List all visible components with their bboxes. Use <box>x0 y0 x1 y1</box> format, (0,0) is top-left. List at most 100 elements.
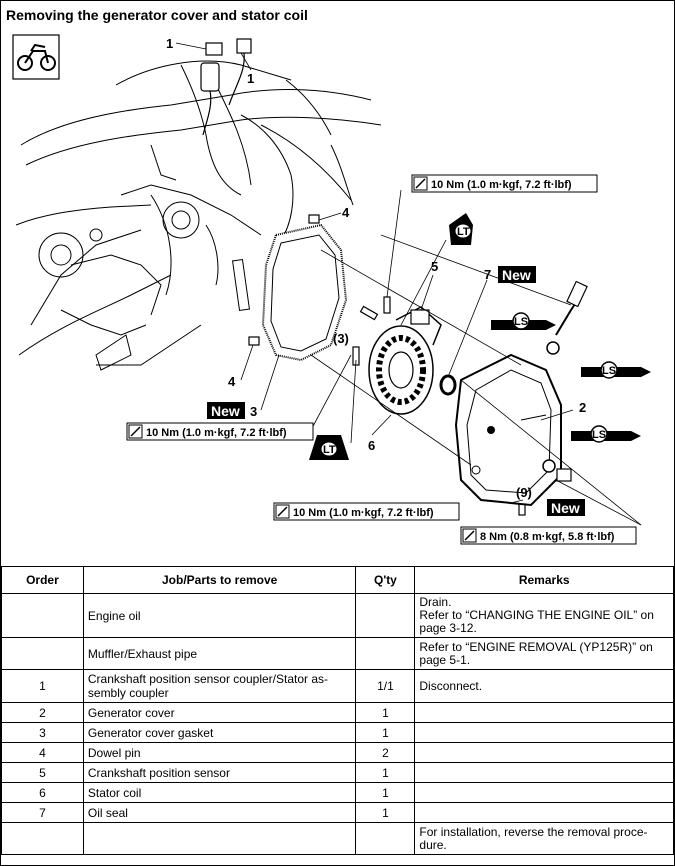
oil-filler-cap <box>542 280 588 482</box>
header-part: Job/Parts to remove <box>82 566 357 594</box>
qty-cell: 2 <box>355 742 416 763</box>
qty-cell <box>355 637 416 670</box>
callout-5: 5 <box>431 259 438 274</box>
torque-spec-left: 10 Nm (1.0 m·kgf, 7.2 ft·lbf) <box>126 422 314 441</box>
lt-label-top: LT <box>457 226 470 238</box>
remarks-cell <box>414 702 674 723</box>
parts-table: Order Job/Parts to remove Q'ty Remarks E… <box>1 566 674 855</box>
order-cell: 3 <box>1 722 84 743</box>
stator-coil <box>368 306 442 415</box>
torque-spec-bottom: 10 Nm (1.0 m·kgf, 7.2 ft·lbf) <box>273 502 460 521</box>
table-row: 2 Generator cover 1 <box>1 702 674 723</box>
part-cell: Generator cover gasket <box>82 722 357 743</box>
torque-spec-top: 10 Nm (1.0 m·kgf, 7.2 ft·lbf) <box>411 174 598 193</box>
torque-bottom-text: 10 Nm (1.0 m·kgf, 7.2 ft·lbf) <box>293 507 434 519</box>
order-cell: 1 <box>1 669 84 703</box>
callout-1a: 1 <box>166 36 173 51</box>
new-text-oring: New <box>551 500 580 516</box>
grease-gun-ls-2: LS <box>581 361 651 379</box>
new-badge-oilseal: New <box>498 266 536 283</box>
assembly-lines <box>310 234 642 526</box>
table-row: For installation, reverse the removal pr… <box>1 822 674 855</box>
table-row: 3 Generator cover gasket 1 <box>1 722 674 743</box>
callout-3-paren: (3) <box>333 331 349 346</box>
order-cell: 7 <box>1 802 84 823</box>
ls-label-2: LS <box>602 365 616 377</box>
qty-cell: 1 <box>355 782 416 803</box>
part-cell: Stator coil <box>82 782 357 803</box>
part-cell: Oil seal <box>82 802 357 823</box>
order-cell <box>1 593 84 638</box>
part-cell: Muffler/Exhaust pipe <box>82 637 357 670</box>
callout-1b: 1 <box>247 71 254 86</box>
ls-label-3: LS <box>592 429 606 441</box>
page-title: Removing the generator cover and stator … <box>6 7 308 23</box>
qty-cell: 1/1 <box>355 669 416 703</box>
table-header-row: Order Job/Parts to remove Q'ty Remarks <box>1 566 674 594</box>
frame-lines <box>15 60 382 371</box>
locktite-lt-top: LT <box>449 213 473 245</box>
new-text-gasket: New <box>211 403 240 419</box>
new-text-oilseal: New <box>502 267 531 283</box>
part-cell: Engine oil <box>82 593 357 638</box>
table-row: 6 Stator coil 1 <box>1 782 674 803</box>
remarks-cell: Refer to “ENGINE REMOVAL (YP125R)” on pa… <box>414 637 674 670</box>
generator-cover <box>454 353 562 507</box>
oil-seal <box>439 374 457 396</box>
qty-cell <box>355 593 416 638</box>
header-remarks: Remarks <box>414 566 674 594</box>
remarks-cell: Disconnect. <box>414 669 674 703</box>
qty-cell: 1 <box>355 762 416 783</box>
callout-9: (9) <box>516 485 532 500</box>
remarks-cell <box>414 782 674 803</box>
part-cell <box>82 822 357 855</box>
torque-left-text: 10 Nm (1.0 m·kgf, 7.2 ft·lbf) <box>146 427 287 439</box>
order-cell: 5 <box>1 762 84 783</box>
remarks-cell: For installation, reverse the removal pr… <box>414 822 674 855</box>
grease-gun-ls-1: LS <box>491 312 556 330</box>
remarks-cell: Drain. Refer to “CHANGING THE ENGINE OIL… <box>414 593 674 638</box>
remarks-cell <box>414 762 674 783</box>
order-cell: 4 <box>1 742 84 763</box>
dowel-pin-parts <box>248 214 320 346</box>
exploded-diagram: LS LS LS LT LT <box>1 25 674 565</box>
ls-label-1: LS <box>514 316 528 328</box>
order-cell <box>1 822 84 855</box>
header-order: Order <box>1 566 84 594</box>
table-row: Engine oil Drain. Refer to “CHANGING THE… <box>1 593 674 638</box>
remarks-cell <box>414 742 674 763</box>
order-cell: 2 <box>1 702 84 723</box>
table-row: 7 Oil seal 1 <box>1 802 674 823</box>
part-cell: Dowel pin <box>82 742 357 763</box>
callout-4b: 4 <box>228 374 236 389</box>
qty-cell: 1 <box>355 802 416 823</box>
motorcycle-icon <box>12 34 60 80</box>
callout-3: 3 <box>250 404 257 419</box>
part-cell: Crankshaft position sensor coupler/Stato… <box>82 669 357 703</box>
new-badge-gasket: New <box>207 402 245 419</box>
torque-right-text: 8 Nm (0.8 m·kgf, 5.8 ft·lbf) <box>480 531 615 543</box>
generator-cover-gasket <box>261 223 348 362</box>
part-cell: Generator cover <box>82 702 357 723</box>
table-row: 5 Crankshaft position sensor 1 <box>1 762 674 783</box>
callout-2: 2 <box>579 400 586 415</box>
leader-lines <box>175 42 574 504</box>
qty-cell: 1 <box>355 722 416 743</box>
locktite-lt-bottom: LT <box>309 435 349 460</box>
remarks-cell <box>414 802 674 823</box>
callout-6: 6 <box>368 438 375 453</box>
table-row: 4 Dowel pin 2 <box>1 742 674 763</box>
table-row: 1 Crankshaft position sensor coupler/Sta… <box>1 669 674 703</box>
torque-top-text: 10 Nm (1.0 m·kgf, 7.2 ft·lbf) <box>431 179 572 191</box>
order-cell: 6 <box>1 782 84 803</box>
table-row: Muffler/Exhaust pipe Refer to “ENGINE RE… <box>1 637 674 670</box>
qty-cell <box>355 822 416 855</box>
order-cell <box>1 637 84 670</box>
callout-7: 7 <box>484 267 491 282</box>
part-cell: Crankshaft position sensor <box>82 762 357 783</box>
qty-cell: 1 <box>355 702 416 723</box>
header-qty: Q'ty <box>355 566 416 594</box>
coupler-parts <box>200 38 252 136</box>
torque-spec-right: 8 Nm (0.8 m·kgf, 5.8 ft·lbf) <box>460 526 637 545</box>
